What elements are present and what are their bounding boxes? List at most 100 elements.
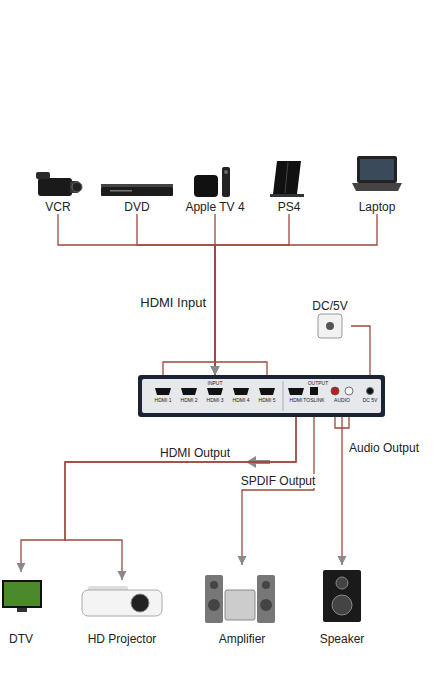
camcorder-handle: [36, 172, 50, 179]
ps4-groove: [285, 162, 288, 193]
switch-body: [138, 375, 385, 417]
driver: [260, 599, 272, 611]
laptop-base: [352, 183, 402, 191]
signal-connector: [211, 214, 378, 375]
connector-line: [137, 214, 215, 375]
dvd-body: [101, 187, 173, 196]
hdmi-port: [155, 388, 171, 395]
rca-port: [331, 387, 339, 395]
remote-pad: [224, 170, 228, 174]
port-label: HDMI 1: [155, 397, 172, 403]
device-node: PS4: [269, 157, 309, 214]
arrowhead: [238, 556, 247, 565]
projector-body: [82, 590, 162, 616]
camcorder-icon: [36, 172, 82, 196]
arrowhead: [211, 366, 220, 375]
adapter-body: [318, 314, 342, 338]
port-label: TOSLINK: [303, 397, 324, 403]
driver: [210, 581, 218, 589]
display-node: HD Projector: [80, 580, 164, 646]
arrowhead: [211, 366, 220, 375]
power-node: DC/5V: [309, 299, 351, 341]
signal-connector: [238, 417, 315, 565]
adapter-plug: [326, 322, 334, 330]
apple-tv-icon: [194, 167, 230, 197]
device-label: DTV: [9, 632, 33, 646]
dc-jack: [367, 388, 374, 395]
device-node: Laptop: [350, 152, 404, 214]
hdmi-port: [259, 388, 275, 395]
edge-label: HDMI Output: [159, 446, 231, 460]
connector-line: [65, 417, 296, 580]
device-node: VCR: [33, 168, 83, 214]
signal-connector: [338, 417, 347, 565]
device-label: VCR: [45, 200, 70, 214]
amplifier-icon: [205, 575, 275, 623]
apple-tv-box: [194, 175, 218, 197]
speaker-tower: [205, 575, 223, 623]
arrowhead: [211, 366, 220, 375]
port-label: HDMI 4: [233, 397, 250, 403]
driver: [208, 599, 220, 611]
edge-label: SPDIF Output: [240, 474, 317, 488]
speaker-cabinet: [323, 570, 361, 622]
arrowhead: [338, 556, 347, 565]
port-label: OUTPUT: [308, 380, 329, 386]
edge-label: Audio Output: [348, 441, 420, 455]
device-label: HD Projector: [88, 632, 157, 646]
audio-node: Amplifier: [206, 565, 278, 646]
hdmi-port: [288, 388, 304, 395]
signal-connector: [211, 214, 290, 375]
device-label: DVD: [124, 200, 149, 214]
tv-frame: [2, 580, 42, 608]
signal-connector: [17, 417, 297, 572]
power-adapter-icon: [318, 314, 342, 338]
tv-screen: [4, 582, 40, 606]
camcorder-lens: [72, 182, 82, 192]
hdmi-port: [207, 388, 223, 395]
ps4-icon: [270, 161, 304, 197]
rca-port: [345, 387, 353, 395]
arrowhead: [17, 563, 26, 572]
connector-line: [341, 417, 342, 565]
audio-node: Speaker: [317, 565, 368, 646]
device-label: Apple TV 4: [185, 200, 244, 214]
device-label: Speaker: [320, 632, 365, 646]
device-label: Laptop: [359, 200, 396, 214]
port-label: AUDIO: [334, 397, 350, 403]
signal-connector: [65, 417, 296, 580]
laptop-screen: [360, 159, 394, 180]
connector-line: [215, 214, 289, 375]
switch-housing: [138, 375, 385, 417]
dvd-tray: [110, 190, 132, 192]
arrowhead: [211, 366, 220, 375]
toslink-port: [310, 387, 318, 395]
port-label: HDMI: [290, 397, 303, 403]
tv-icon: [2, 580, 42, 612]
connector-line: [58, 214, 215, 375]
panel-divider: [283, 381, 284, 411]
speaker-tower: [257, 575, 275, 623]
woofer: [332, 595, 352, 615]
signal-connector: [351, 326, 370, 375]
device-label: DC/5V: [312, 299, 347, 313]
arrowhead: [211, 366, 220, 375]
arrowhead: [118, 571, 127, 580]
driver: [262, 581, 270, 589]
hdmi-port: [181, 388, 197, 395]
ps4-stand: [270, 194, 304, 197]
projector-icon: [82, 586, 162, 616]
switch-panel: [142, 379, 381, 413]
dvd-top: [101, 184, 173, 187]
connector-line: [242, 417, 314, 565]
device-label: Amplifier: [219, 632, 266, 646]
port-label: HDMI 2: [181, 397, 198, 403]
port-label: HDMI 5: [259, 397, 276, 403]
edge-label: HDMI Input: [139, 296, 207, 310]
tweeter: [336, 577, 348, 589]
tv-stand: [17, 608, 27, 612]
device-label: PS4: [278, 200, 301, 214]
port-label: INPUT: [208, 380, 223, 386]
connector-line: [351, 326, 370, 375]
